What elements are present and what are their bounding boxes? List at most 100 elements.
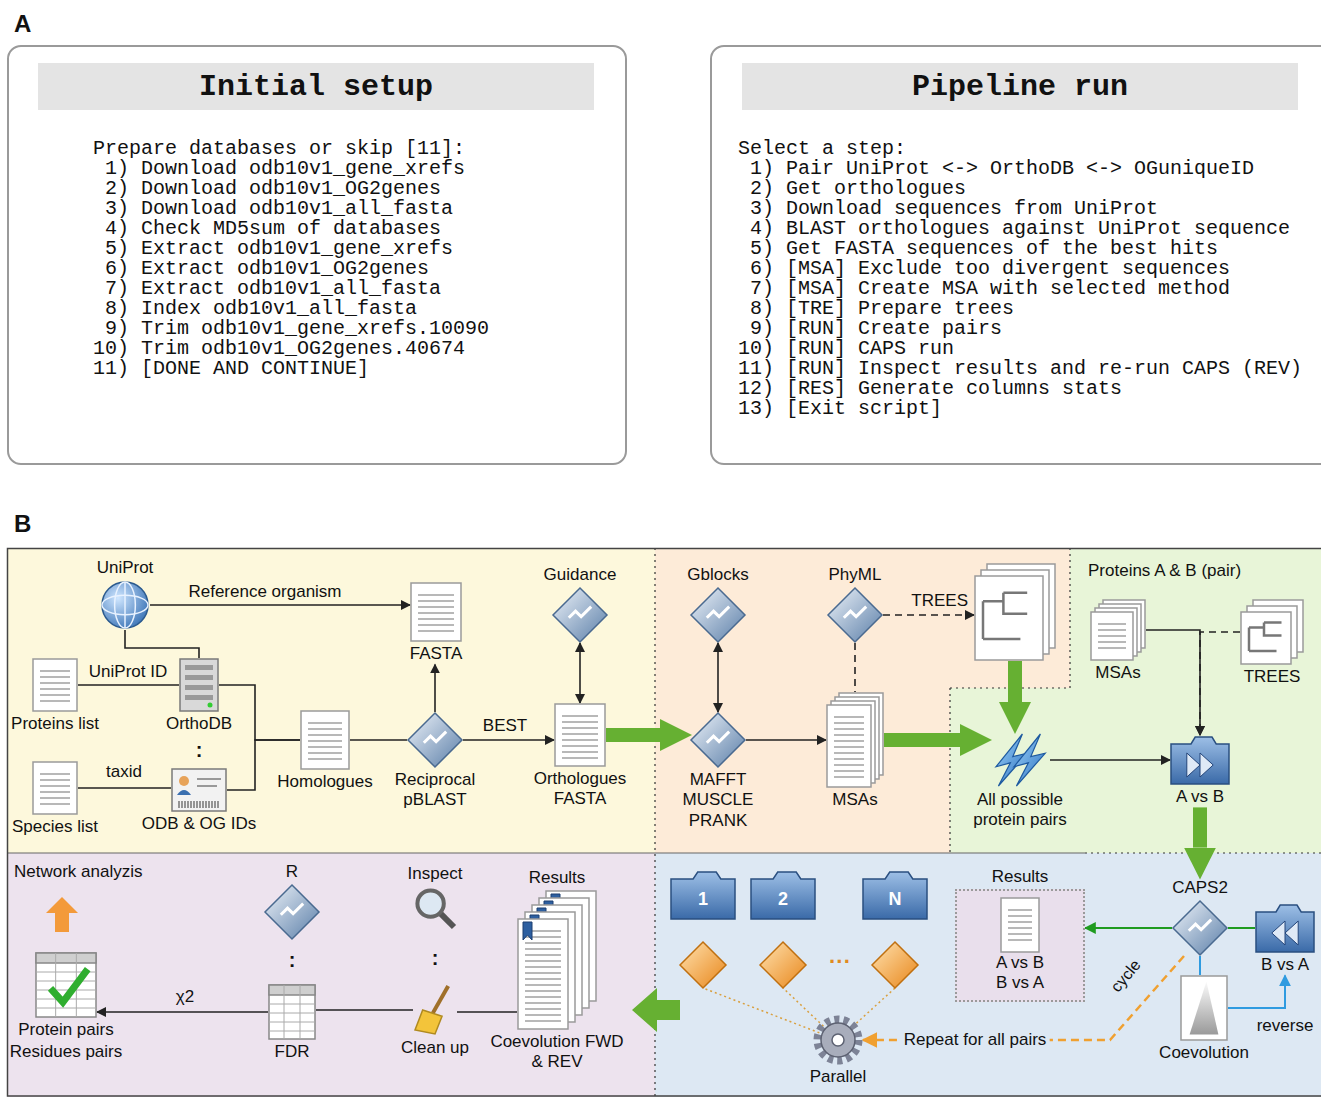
node-label: Guidance bbox=[544, 565, 617, 585]
menu-item: 2) Get orthologues bbox=[738, 179, 1302, 199]
flow-arrow bbox=[606, 728, 660, 742]
results-frame: A vs BB vs A bbox=[955, 889, 1085, 1002]
connector bbox=[125, 630, 199, 658]
menu-item: 6) [MSA] Exclude too divergent sequences bbox=[738, 259, 1302, 279]
flow-arrow bbox=[1008, 661, 1022, 702]
node-icon bbox=[1180, 975, 1228, 1041]
node-icon bbox=[413, 984, 457, 1036]
figure-label: ··· bbox=[829, 949, 851, 975]
node-icon bbox=[1255, 903, 1315, 953]
region-purple bbox=[7, 853, 655, 1097]
panel-title: Pipeline run bbox=[912, 70, 1128, 104]
node-icon bbox=[300, 710, 350, 770]
icon-node: ResultsCoevolution FWD & REV bbox=[487, 868, 627, 1073]
icon-node: PhyML bbox=[827, 565, 883, 643]
edge-label: taxid bbox=[103, 762, 145, 782]
menu-panel: Pipeline runSelect a step:1) Pair UniPro… bbox=[710, 45, 1321, 465]
figure-label: cycle bbox=[1107, 956, 1144, 995]
connector bbox=[1228, 975, 1285, 1008]
menu-item: 6) Extract odb10v1_OG2genes bbox=[93, 259, 489, 279]
node-label: A vs B bbox=[1176, 787, 1224, 807]
node-icon bbox=[517, 890, 597, 1030]
connector bbox=[1050, 759, 1170, 761]
edge-label: UniProt ID bbox=[86, 662, 170, 682]
icon-node: Reciprocal pBLAST bbox=[385, 712, 485, 811]
node-icon bbox=[826, 692, 884, 788]
node-icon bbox=[179, 658, 219, 712]
node-label: Proteins list bbox=[11, 714, 99, 734]
menu-item: 4) BLAST orthologues against UniProt seq… bbox=[738, 219, 1302, 239]
node-icon bbox=[407, 712, 463, 768]
folder-number: 1 bbox=[698, 881, 708, 910]
icon-node: OrthoDB bbox=[166, 658, 232, 734]
node-label: Reciprocal pBLAST bbox=[385, 770, 485, 811]
icon-node: CAPS2 bbox=[1172, 878, 1228, 956]
menu-item: 9) [RUN] Create pairs bbox=[738, 319, 1302, 339]
menu-item: 10) [RUN] CAPS run bbox=[738, 339, 1302, 359]
connector bbox=[1085, 927, 1172, 929]
menu-panel: Initial setupPrepare databases or skip [… bbox=[7, 45, 627, 465]
menu-item: 11) [RUN] Inspect results and re-run CAP… bbox=[738, 359, 1302, 379]
node-icon bbox=[32, 658, 78, 712]
icon-node: B vs A bbox=[1255, 903, 1315, 975]
edge-label: Repeat for all pairs bbox=[901, 1030, 1050, 1050]
connector bbox=[717, 643, 719, 712]
panel-title: Initial setup bbox=[199, 70, 433, 104]
icon-node: All possible protein pairs bbox=[960, 732, 1080, 831]
folder-icon: N bbox=[862, 870, 928, 920]
worker-diamonds bbox=[680, 942, 918, 1040]
figure-label: B bbox=[14, 510, 31, 538]
icon-node: Guidance bbox=[544, 565, 617, 643]
flow-arrow bbox=[1193, 807, 1207, 847]
icon-node: Species list bbox=[12, 761, 98, 837]
node-label: Parallel bbox=[810, 1067, 867, 1087]
connector bbox=[150, 604, 410, 606]
node-label: FDR bbox=[275, 1042, 310, 1062]
node-icon bbox=[268, 984, 316, 1040]
figure-label: : bbox=[289, 949, 296, 972]
menu-item: 8) [TRE] Prepare trees bbox=[738, 299, 1302, 319]
icon-node: A vs B bbox=[1170, 735, 1230, 807]
connector bbox=[1146, 630, 1200, 735]
icon-node: Coevolution bbox=[1159, 975, 1249, 1063]
node-icon bbox=[554, 703, 606, 767]
node-label: All possible protein pairs bbox=[960, 790, 1080, 831]
connector bbox=[97, 1011, 268, 1013]
menu-item: 11) [DONE AND CONTINUE] bbox=[93, 359, 489, 379]
node-label: CAPS2 bbox=[1172, 878, 1228, 898]
icon-node: Inspect bbox=[408, 864, 463, 930]
connector bbox=[350, 739, 407, 741]
connector bbox=[457, 1011, 517, 1013]
icon-node: UniProt bbox=[97, 558, 154, 630]
node-icon bbox=[100, 580, 150, 630]
folder-number: 2 bbox=[778, 881, 788, 910]
node-label: UniProt bbox=[97, 558, 154, 578]
node-icon bbox=[413, 886, 457, 930]
node-icon bbox=[1240, 599, 1304, 665]
node-label: OrthoDB bbox=[166, 714, 232, 734]
connector bbox=[579, 643, 581, 703]
connector bbox=[1200, 632, 1240, 735]
node-label: Coevolution bbox=[1159, 1043, 1249, 1063]
menu-item: 7) Extract odb10v1_all_fasta bbox=[93, 279, 489, 299]
connector bbox=[463, 739, 554, 741]
icon-node: Clean up bbox=[401, 984, 469, 1058]
flow-arrow bbox=[632, 988, 680, 1032]
icon-node: MSAs bbox=[826, 692, 884, 810]
node-label: MAFFT MUSCLE PRANK bbox=[678, 770, 758, 831]
node-icon bbox=[32, 761, 78, 815]
node-icon bbox=[974, 563, 1056, 661]
menu-item: 1) Pair UniProt <-> OrthoDB <-> OGunique… bbox=[738, 159, 1302, 179]
folder-icon: 1 bbox=[670, 870, 736, 920]
node-label: Residues pairs bbox=[10, 1042, 122, 1062]
menu-list: Prepare databases or skip [11]:1) Downlo… bbox=[93, 139, 489, 379]
connector bbox=[316, 1009, 413, 1011]
menu-item: 5) Get FASTA sequences of the best hits bbox=[738, 239, 1302, 259]
node-icon bbox=[171, 768, 227, 812]
node-label: Coevolution FWD & REV bbox=[487, 1032, 627, 1073]
icon-node: Gblocks bbox=[687, 565, 748, 643]
node-icon bbox=[1090, 599, 1146, 661]
icon-node: R bbox=[264, 862, 320, 940]
node-icon bbox=[264, 884, 320, 940]
